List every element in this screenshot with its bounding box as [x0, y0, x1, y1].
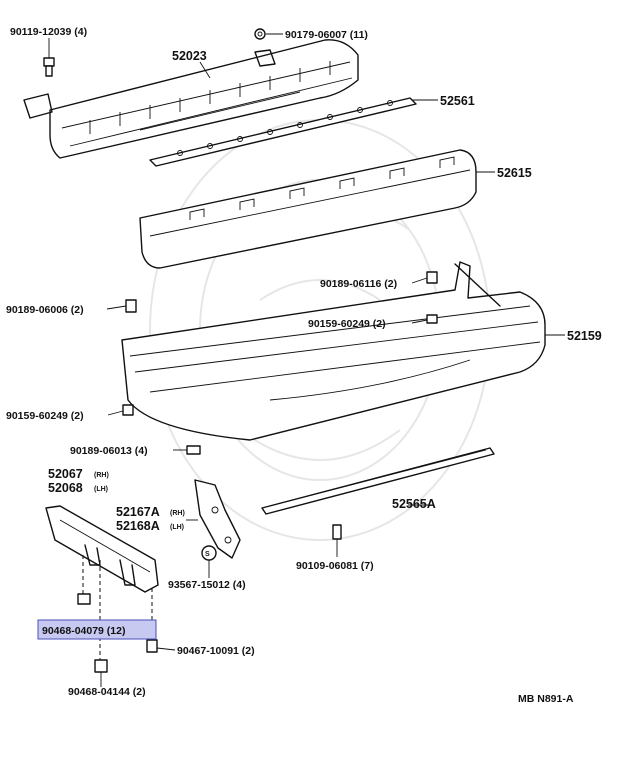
clip-90189-06006[interactable]	[125, 299, 137, 313]
figure-code: MB N891-A	[518, 693, 574, 705]
label-90189-06013[interactable]: 90189-06013 (4)	[70, 445, 148, 457]
label-52167A[interactable]: 52167A	[116, 505, 160, 519]
bumper-cover-52159[interactable]	[121, 261, 546, 441]
label-90179-06007[interactable]: 90179-06007 (11)	[285, 29, 368, 41]
energy-absorber-52615[interactable]	[139, 149, 477, 269]
support-52067[interactable]	[45, 505, 159, 593]
label-90468-04144[interactable]: 90468-04144 (2)	[68, 686, 146, 698]
label-52561[interactable]: 52561	[440, 94, 475, 108]
side-bracket-52167A[interactable]	[194, 479, 241, 559]
bolt-90467-10091[interactable]	[146, 639, 158, 653]
retainer-52561[interactable]	[149, 97, 417, 167]
nut-90179-06007[interactable]	[254, 28, 266, 40]
label-52615[interactable]: 52615	[497, 166, 532, 180]
label-52167A-side: (RH)	[170, 510, 185, 517]
screw-90159-60249-right[interactable]	[426, 314, 438, 324]
clip-90189-06116[interactable]	[426, 271, 438, 284]
nut-90468-04079[interactable]	[77, 593, 91, 605]
label-52159[interactable]: 52159	[567, 329, 602, 343]
label-90159-60249-left[interactable]: 90159-60249 (2)	[6, 410, 84, 422]
label-52168A[interactable]: 52168A	[116, 519, 160, 533]
nut-90468-04144[interactable]	[94, 659, 108, 673]
svg-text:S: S	[205, 551, 210, 558]
screw-90109-06081[interactable]	[332, 524, 342, 540]
label-90189-06116[interactable]: 90189-06116 (2)	[320, 278, 397, 290]
retainer-93567-15012[interactable]: S	[201, 545, 217, 561]
reinforcement-52023[interactable]	[23, 39, 359, 159]
part-labels: 90119-12039 (4) 90179-06007 (11) 52023 5…	[6, 26, 602, 705]
label-90159-60249-right[interactable]: 90159-60249 (2)	[308, 318, 386, 330]
label-52067[interactable]: 52067	[48, 467, 83, 481]
label-52067-side: (RH)	[94, 472, 109, 479]
label-52068[interactable]: 52068	[48, 481, 83, 495]
label-52168A-side: (LH)	[170, 524, 184, 531]
label-52023[interactable]: 52023	[172, 49, 207, 63]
lower-molding-52565A[interactable]	[261, 447, 495, 515]
label-90189-06006[interactable]: 90189-06006 (2)	[6, 304, 84, 316]
clip-90189-06013[interactable]	[186, 445, 201, 455]
leader-lines	[48, 33, 565, 687]
highlight-box	[37, 619, 157, 640]
label-90468-04079[interactable]: 90468-04079 (12)	[42, 625, 125, 637]
label-52068-side: (LH)	[94, 486, 108, 493]
label-93567-15012[interactable]: 93567-15012 (4)	[168, 579, 246, 591]
label-90109-06081[interactable]: 90109-06081 (7)	[296, 560, 374, 572]
bolt-90119-12039[interactable]	[43, 57, 55, 77]
label-90119-12039[interactable]: 90119-12039 (4)	[10, 26, 87, 38]
label-52565A[interactable]: 52565A	[392, 497, 436, 511]
label-90467-10091[interactable]: 90467-10091 (2)	[177, 645, 255, 657]
screw-90159-60249-left[interactable]	[122, 404, 134, 416]
